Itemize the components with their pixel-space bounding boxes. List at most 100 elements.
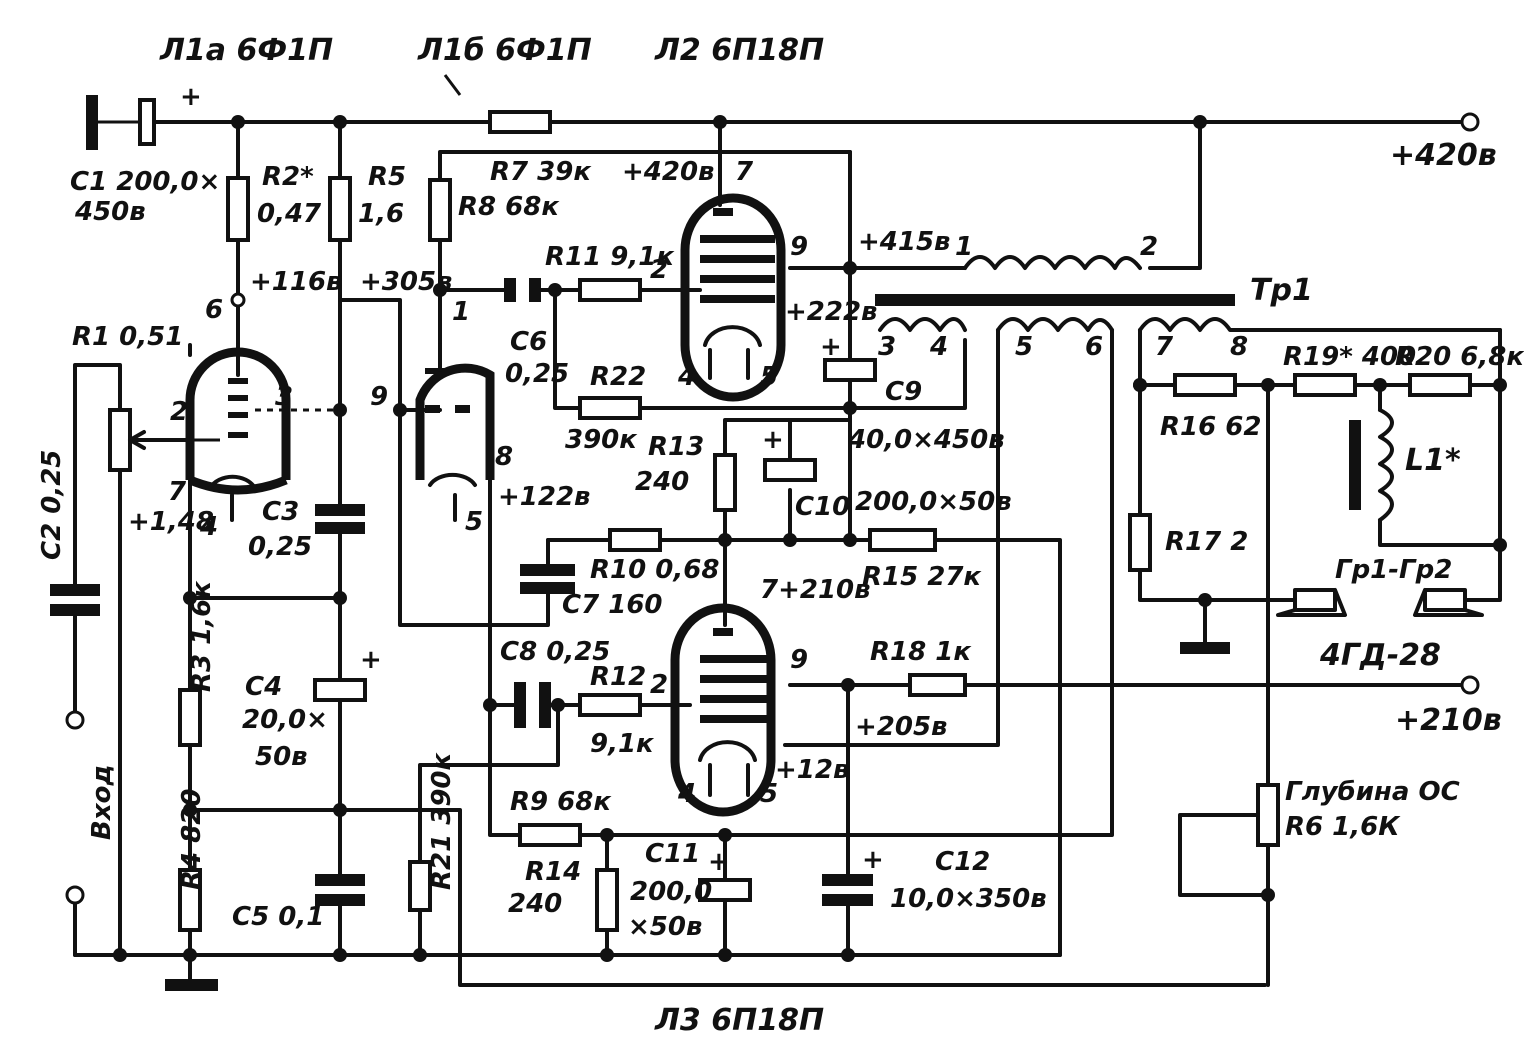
resistor-r10 [608, 528, 662, 552]
terminals [65, 112, 1480, 905]
label-c12-val: 10,0×350в [890, 884, 1047, 914]
pin-label: 8 [495, 442, 513, 472]
label-c9: C9 [885, 377, 922, 407]
pin-label: 5 [1015, 332, 1033, 362]
label-l3: Л3 6П18П [654, 1003, 824, 1038]
pin-label: 4 [677, 779, 696, 809]
capacitor-c4 [313, 678, 367, 702]
pin-label: 7 [735, 157, 754, 187]
pin-label: 9 [790, 645, 808, 675]
label-c10-val: 200,0×50в [855, 487, 1012, 517]
resistor-r14 [595, 868, 619, 932]
c4-plus: + [360, 645, 382, 675]
capacitor-c2 [50, 584, 100, 616]
label-v222: +222в [785, 297, 878, 327]
label-r13-val: 240 [635, 467, 689, 497]
label-v210-mid: 7+210в [760, 575, 871, 605]
label-r2-val: 0,47 [257, 199, 322, 229]
label-l2: Л2 6П18П [654, 33, 824, 68]
label-c12: C12 [935, 847, 990, 877]
resistor-r7 [488, 110, 552, 134]
pin-label: 7 [168, 477, 187, 507]
winding-7-8 [1138, 317, 1502, 332]
pin-label: 9 [370, 382, 388, 412]
resistor-r9 [518, 823, 582, 847]
label-r16: R16 62 [1160, 412, 1261, 442]
label-r14: R14 [525, 857, 581, 887]
resistors [108, 110, 1472, 932]
pin-label: 5 [760, 779, 778, 809]
resistor-r2 [226, 176, 250, 242]
label-c9-val: 40,0×450в [847, 425, 1005, 455]
resistor-r20 [1408, 373, 1472, 397]
c1-body [138, 98, 156, 146]
pin-label: 3 [275, 382, 293, 412]
pin-label: 5 [465, 507, 483, 537]
label-l1b: Л1б 6Ф1П [417, 33, 592, 68]
label-c4-val: 20,0× [242, 705, 328, 735]
label-r6: R6 1,6К [1285, 812, 1401, 842]
pin-label: 4 [199, 512, 218, 542]
resistor-r17 [1128, 513, 1152, 572]
winding-5-6 [996, 317, 1114, 332]
label-c6-val: 0,25 [505, 359, 569, 389]
c9-plus: + [820, 332, 842, 362]
pin-label: 9 [790, 232, 808, 262]
terminal-420v [1460, 112, 1480, 132]
resistor-r22 [578, 396, 642, 420]
inductor-l1 [1349, 408, 1394, 522]
tube-l2 [680, 193, 786, 402]
label-input: Вход [87, 765, 117, 840]
label-r21: R21 390к [427, 751, 457, 890]
capacitors [50, 278, 877, 906]
resistor-r15 [868, 528, 937, 552]
pin-label: 2 [650, 670, 668, 700]
c11-plus: + [708, 847, 730, 877]
pin-label: 4 [677, 362, 696, 392]
label-r20: R20 6,8к [1395, 342, 1524, 372]
resistor-r19 [1293, 373, 1357, 397]
terminal-210v [1460, 675, 1480, 695]
label-c2: C2 0,25 [37, 450, 67, 560]
label-c11: C11 [645, 839, 700, 869]
label-c11-volt: ×50в [628, 912, 702, 942]
resistor-r16 [1173, 373, 1237, 397]
label-c11-val: 200,0 [630, 877, 712, 907]
resistor-r12 [578, 693, 642, 717]
label-r1: R1 0,51 [72, 322, 183, 352]
resistor-r4 [178, 868, 202, 932]
label-c10: C10 [795, 492, 850, 522]
tube-l3 [670, 603, 776, 817]
label-r7: R7 39к [490, 157, 592, 187]
label-v420-rail: +420в [1390, 138, 1497, 173]
pin-label: 8 [1230, 332, 1248, 362]
resistor-r18 [908, 673, 967, 697]
label-v122: +122в [498, 482, 591, 512]
terminal-input [65, 710, 85, 730]
pin-label: 3 [878, 332, 896, 362]
tube-l1b [415, 343, 495, 522]
label-r12-val: 9,1к [590, 729, 655, 759]
capacitor-c11 [698, 878, 752, 902]
label-v210-out: +210в [1395, 703, 1502, 738]
label-r12: R12 [590, 662, 646, 692]
label-r13: R13 [648, 432, 704, 462]
pin-label: 4 [929, 332, 948, 362]
label-tr1: Тр1 [1250, 273, 1313, 308]
label-v305: +305в [360, 267, 453, 297]
label-c7: C7 160 [562, 590, 663, 620]
label-r9: R9 68к [510, 787, 612, 817]
resistor-r11 [578, 278, 642, 302]
resistor-r13 [713, 453, 737, 512]
tube-l1a [140, 343, 340, 522]
label-r11: R11 9,1к [545, 242, 675, 272]
capacitor-c7 [520, 564, 575, 594]
capacitor-c5 [315, 874, 365, 906]
winding-3-4 [878, 317, 967, 332]
label-r2: R2* [262, 162, 314, 192]
resistor-r21 [408, 860, 432, 912]
label-v116: +116в [250, 267, 343, 297]
label-r22-val: 390к [565, 425, 638, 455]
